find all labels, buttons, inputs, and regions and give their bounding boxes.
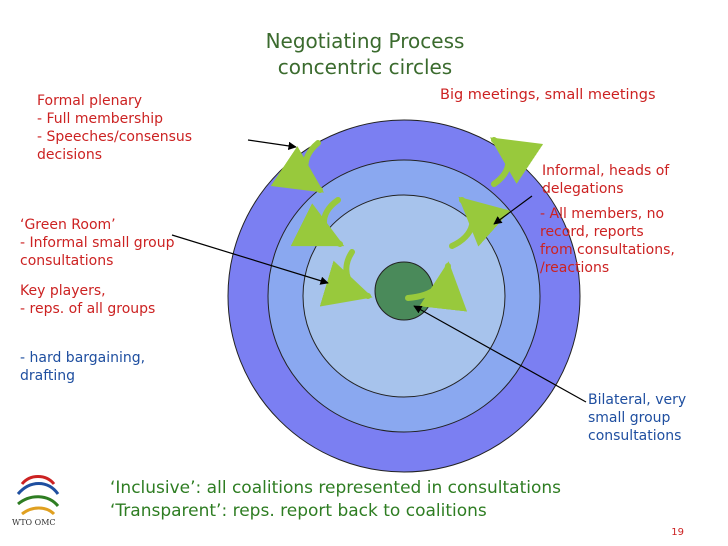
label-bilateral: Bilateral, very small group consultation…: [588, 391, 686, 445]
arrow-right-middle: [449, 196, 511, 249]
formal-plenary-line: decisions: [37, 147, 103, 163]
all-members-line: from consultations,: [540, 242, 675, 258]
arrow-right-inner: [405, 261, 468, 312]
arrow-left-inner: [319, 249, 373, 307]
all-members-line: record, reports: [540, 224, 644, 240]
slide-title: Negotiating Process concentric circles: [200, 28, 530, 80]
title-line-2: concentric circles: [277, 55, 453, 79]
footer-inclusive: ‘Inclusive’: all coalitions represented …: [110, 477, 561, 500]
footer-transparent: ‘Transparent’: reps. report back to coal…: [110, 500, 487, 523]
inclusive-lead: ‘Inclusive’:: [110, 478, 202, 498]
label-key-players: Key players, - reps. of all groups: [20, 282, 155, 318]
hard-bargaining-line: drafting: [20, 368, 76, 384]
wto-logo-text: WTO OMC: [12, 518, 56, 527]
formal-plenary-line: - Speeches/consensus: [37, 129, 193, 145]
hard-bargaining-line: - hard bargaining,: [20, 350, 146, 366]
title-line-1: Negotiating Process: [265, 29, 465, 53]
page-number: 19: [671, 527, 684, 538]
arrow-right-outer: [490, 137, 544, 187]
label-green-room: ‘Green Room’ - Informal small group cons…: [20, 216, 174, 270]
arrow-left-middle: [290, 197, 345, 247]
inclusive-text: all coalitions represented in consultati…: [201, 478, 562, 498]
bilateral-line: consultations: [588, 428, 682, 444]
label-all-members: - All members, no record, reports from c…: [540, 205, 675, 277]
green-room-line: - Informal small group: [20, 235, 175, 251]
informal-heads-line: delegations: [542, 181, 624, 197]
all-members-line: /reactions: [540, 260, 610, 276]
wto-logo-icon: [16, 475, 60, 516]
pointer-green-room: [171, 234, 329, 285]
label-formal-plenary: Formal plenary - Full membership - Speec…: [37, 92, 192, 164]
arrow-left-outer: [270, 140, 324, 193]
formal-plenary-line: Formal plenary: [37, 93, 143, 109]
informal-heads-line: Informal, heads of: [542, 163, 670, 179]
green-room-line: consultations: [20, 253, 114, 269]
all-members-line: - All members, no: [540, 206, 665, 222]
green-room-line: ‘Green Room’: [20, 217, 116, 233]
key-players-line: - reps. of all groups: [20, 301, 156, 317]
label-informal-heads: Informal, heads of delegations: [542, 162, 669, 198]
label-big-small-meetings: Big meetings, small meetings: [440, 87, 656, 103]
bilateral-line: small group: [588, 410, 671, 426]
pointer-bilateral: [413, 305, 587, 403]
label-hard-bargaining: - hard bargaining, drafting: [20, 349, 145, 385]
bilateral-line: Bilateral, very: [588, 392, 687, 408]
pointer-formal-plenary: [247, 139, 297, 151]
transparent-text: reps. report back to coalitions: [227, 501, 487, 521]
transparent-lead: ‘Transparent’:: [110, 501, 228, 521]
key-players-line: Key players,: [20, 283, 106, 299]
pointer-informal: [493, 195, 533, 225]
formal-plenary-line: - Full membership: [37, 111, 163, 127]
